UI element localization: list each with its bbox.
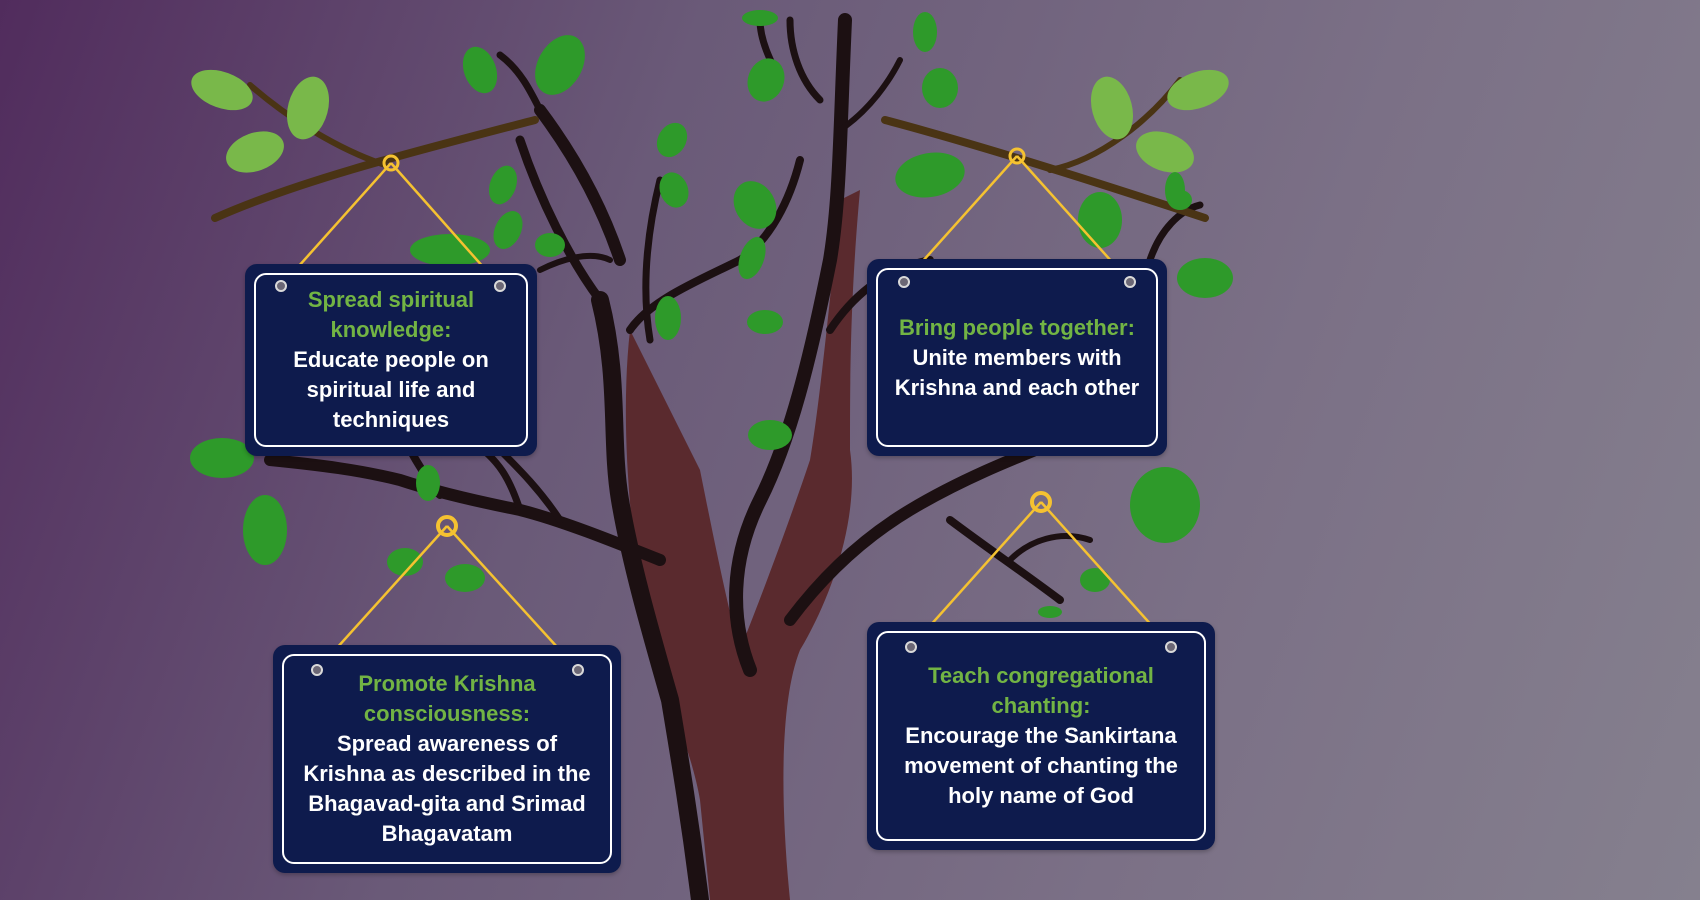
top-branches: [211, 77, 1209, 222]
sign-bring-together: Bring people together: Unite members wit…: [867, 259, 1167, 456]
sign-hole: [494, 280, 506, 292]
hook-rings: [382, 147, 1052, 537]
sign-frame: Bring people together: Unite members wit…: [876, 268, 1158, 447]
sign-hole: [311, 664, 323, 676]
sign-congregational-chanting: Teach congregational chanting: Encourage…: [867, 622, 1215, 850]
sign-spread-knowledge: Spread spiritual knowledge: Educate peop…: [245, 264, 537, 456]
leaves: [190, 10, 1233, 618]
sign-title: Teach congregational chanting:: [928, 663, 1154, 718]
sign-title: Promote Krishna consciousness:: [358, 671, 536, 726]
trunk: [625, 190, 860, 900]
sign-promote-krishna: Promote Krishna consciousness: Spread aw…: [273, 645, 621, 873]
sign-title: Bring people together:: [899, 314, 1135, 340]
sign-hole: [1165, 641, 1177, 653]
sign-hole: [905, 641, 917, 653]
sign-body: Educate people on spiritual life and tec…: [293, 347, 489, 432]
sign-frame: Promote Krishna consciousness: Spread aw…: [282, 654, 612, 864]
sign-hole: [275, 280, 287, 292]
sign-body: Spread awareness of Krishna as described…: [303, 731, 591, 846]
sign-hole: [898, 276, 910, 288]
sign-hole: [572, 664, 584, 676]
sign-frame: Spread spiritual knowledge: Educate peop…: [254, 273, 528, 447]
sign-body: Unite members with Krishna and each othe…: [894, 344, 1140, 400]
sign-frame: Teach congregational chanting: Encourage…: [876, 631, 1206, 841]
sign-title: Spread spiritual knowledge:: [307, 287, 475, 342]
sign-hole: [1124, 276, 1136, 288]
branches: [264, 13, 1204, 900]
sign-body: Encourage the Sankirtana movement of cha…: [904, 723, 1178, 808]
